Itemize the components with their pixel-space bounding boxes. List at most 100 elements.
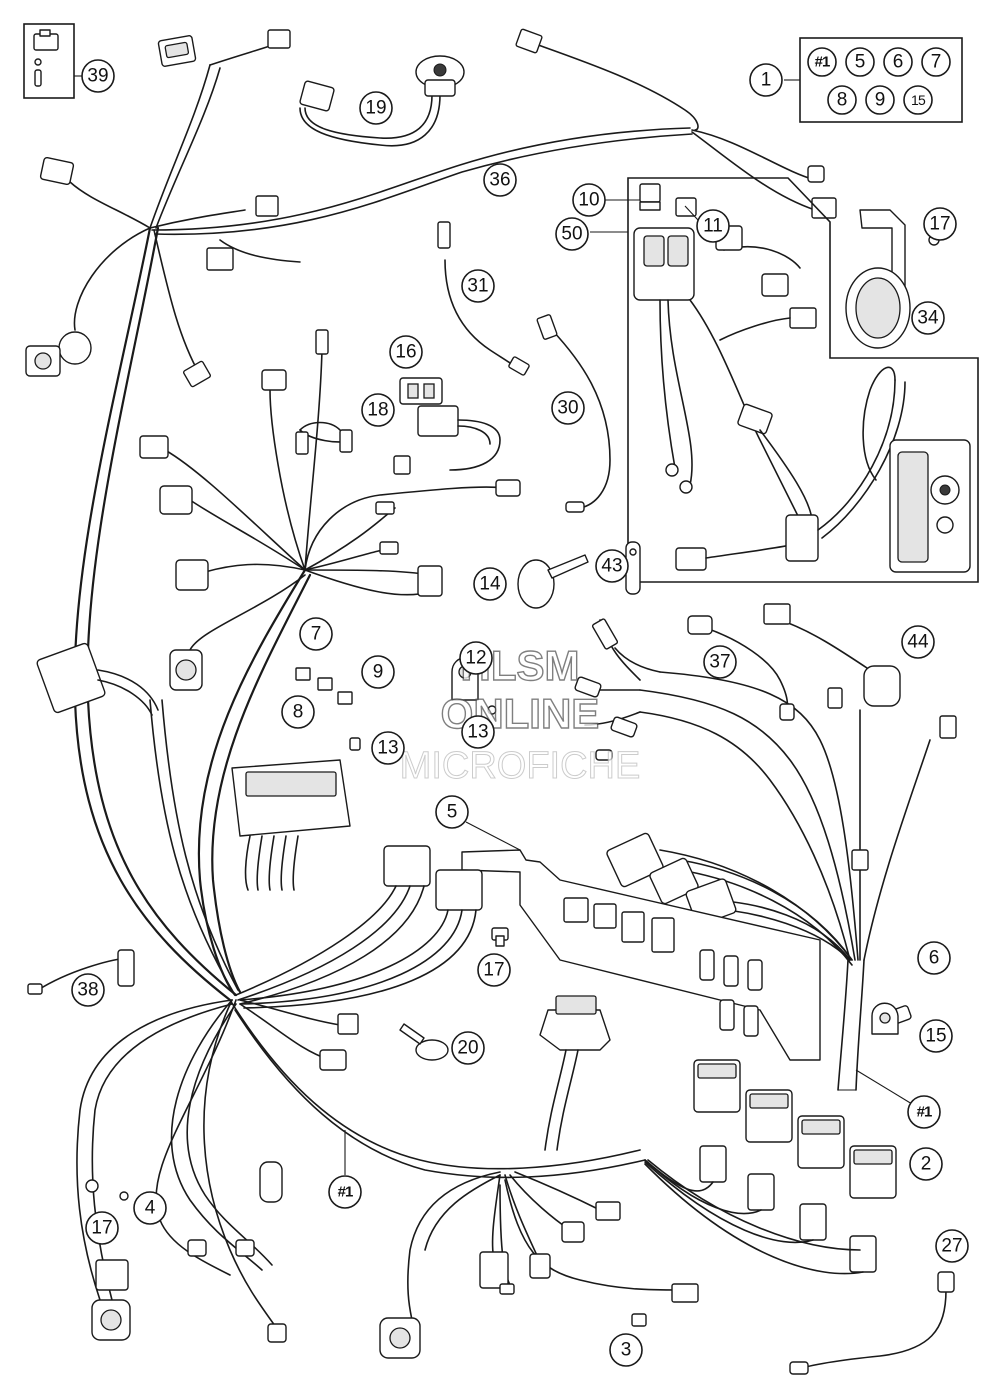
part-19-connector-sensor [299, 55, 465, 147]
part-31-lead [437, 221, 530, 376]
part-37-sensor-lead [687, 615, 795, 721]
callout-9-circle [361, 655, 395, 689]
group1-item-9-circle [865, 85, 895, 115]
callout-2: 2 [921, 1154, 932, 1175]
upper-left-connectors [25, 29, 291, 388]
callout-37: 37 [709, 652, 730, 673]
callout-5-circle [435, 795, 469, 829]
parts-6-15-clamp-bolt [871, 1002, 912, 1035]
callout-43-circle [595, 549, 629, 583]
callout-17c: 17 [91, 1218, 112, 1239]
group1-item-7-circle [921, 47, 951, 77]
callout-18: 18 [367, 400, 388, 421]
callout-8: 8 [293, 702, 304, 723]
right-harness-branches [574, 618, 957, 1091]
callout-36: 36 [489, 170, 510, 191]
watermark-line3: MICROFICHE [400, 745, 641, 787]
callout-30-circle [551, 391, 585, 425]
callout-11: 11 [703, 216, 723, 237]
callout-19-circle [359, 91, 393, 125]
group1-item-7: 7 [931, 52, 942, 73]
part-39-box [23, 23, 82, 99]
parts-7-8-9-fuses [295, 667, 353, 705]
callout-hash1a: #1 [338, 1184, 353, 1201]
callout-12: 12 [465, 648, 486, 669]
callout-17b-circle [477, 953, 511, 987]
part-44-lead [763, 603, 901, 707]
callout-15: 15 [925, 1026, 946, 1047]
part-38-sensor [27, 949, 135, 995]
center-junction-leads [139, 329, 521, 691]
lower-center-branches [379, 1171, 699, 1359]
group1-item-6: 6 [893, 52, 904, 73]
callout-31-circle [461, 269, 495, 303]
callout-20: 20 [457, 1038, 478, 1059]
callout-6-circle [917, 941, 951, 975]
group1-item-hash1-circle [807, 47, 837, 77]
callout-17c-circle [85, 1211, 119, 1245]
group1-item-5: 5 [855, 52, 866, 73]
callout-16-circle [389, 335, 423, 369]
callout-17a-circle [923, 207, 957, 241]
callout-13a: 13 [377, 738, 398, 759]
callout-27-circle [935, 1229, 969, 1263]
part-50-group-outline [590, 177, 979, 583]
main-harness-trunk [73, 226, 646, 1331]
callout-1-label: 1 [761, 70, 772, 91]
callout-19: 19 [365, 98, 386, 119]
callout-10: 10 [578, 190, 599, 211]
part-30-lead [536, 314, 611, 513]
callout-4: 4 [145, 1198, 156, 1219]
callout-27: 27 [941, 1236, 962, 1257]
part-2-relays [693, 1059, 897, 1199]
part-34-horn [845, 209, 940, 349]
large-connector-center [539, 995, 611, 1151]
callout-11-circle [696, 209, 730, 243]
bulkhead-connectors [235, 845, 483, 1009]
group-box-1-items: 1 #1 5 6 7 8 9 15 [749, 47, 951, 115]
group1-item-hash1: #1 [815, 54, 830, 71]
callout-hash1b-circle [907, 1095, 941, 1129]
callout-43: 43 [601, 556, 622, 577]
group1-item-8-circle [827, 85, 857, 115]
callout-7: 7 [311, 624, 322, 645]
callout-17a: 17 [929, 214, 950, 235]
callout-13b-circle [461, 715, 495, 749]
callout-5: 5 [447, 802, 458, 823]
part-14-cable-tie [517, 554, 589, 609]
group1-item-15: 15 [911, 92, 926, 108]
callout-13a-circle [371, 731, 405, 765]
callout-37-circle [703, 645, 737, 679]
callout-17b: 17 [483, 960, 504, 981]
part-5-bracket [461, 849, 821, 1061]
callout-hash1b: #1 [917, 1104, 932, 1121]
callout-14-circle [473, 567, 507, 601]
fuse-box-assembly [231, 737, 361, 891]
group1-item-5-circle [845, 47, 875, 77]
callout-50: 50 [561, 224, 582, 245]
part-20-ground-tie [399, 1023, 449, 1061]
callout-12-circle [459, 641, 493, 675]
bolt-17 [491, 927, 509, 947]
callouts: 39 19 36 10 11 50 17 34 31 16 18 30 14 4… [71, 59, 969, 1367]
callout-18-circle [361, 393, 395, 427]
callout-50-circle [555, 217, 589, 251]
callout-20-circle [451, 1031, 485, 1065]
callout-39-circle [81, 59, 115, 93]
callout-4-circle [133, 1191, 167, 1225]
group1-item-9: 9 [875, 90, 886, 111]
watermark: HLSM ONLINE MICROFICHE [399, 641, 641, 787]
group1-item-15-circle [903, 85, 933, 115]
lower-junction-connectors [239, 999, 359, 1071]
callout-31: 31 [467, 276, 488, 297]
lower-left-connectors [85, 1161, 287, 1343]
callout-34-circle [911, 301, 945, 335]
left-junction-block [36, 642, 159, 716]
callout-7-circle [299, 617, 333, 651]
callout-36-circle [483, 163, 517, 197]
relay-sockets [644, 1145, 877, 1275]
group1-item-6-circle [883, 47, 913, 77]
callout-8-circle [281, 695, 315, 729]
callout-14: 14 [479, 574, 501, 595]
